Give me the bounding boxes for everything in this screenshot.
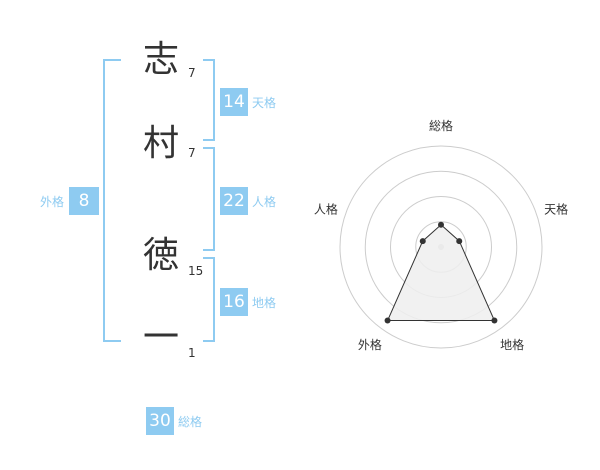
name-char-1: 志	[142, 39, 179, 80]
soukaku-value: 30	[146, 407, 174, 435]
tenkaku-label: 天格	[252, 95, 277, 110]
stroke-count-3: 15	[188, 264, 204, 278]
jinkaku-label: 人格	[252, 194, 277, 209]
tenkaku-bracket	[203, 59, 215, 141]
radar-ring	[339, 145, 543, 349]
name-char-3: 徳	[142, 235, 179, 276]
radar-point-4	[384, 317, 391, 324]
chikaku-bracket	[203, 257, 215, 342]
jinkaku-badge: 22 人格	[220, 187, 276, 215]
radar-ring	[364, 170, 518, 324]
radar-point-2	[456, 238, 463, 245]
radar-label-1: 総格	[429, 118, 453, 133]
stroke-count-1: 7	[188, 66, 196, 80]
chikaku-badge: 16 地格	[220, 288, 276, 316]
chikaku-value: 16	[220, 288, 248, 316]
radar-label-3: 地格	[500, 337, 524, 352]
radar-point-5	[419, 238, 426, 245]
gaikaku-bracket	[103, 59, 121, 342]
stroke-count-2: 7	[188, 146, 196, 160]
jinkaku-bracket	[203, 147, 215, 251]
soukaku-label: 総格	[178, 414, 203, 429]
tenkaku-badge: 14 天格	[220, 88, 276, 116]
tenkaku-value: 14	[220, 88, 248, 116]
radar-label-2: 天格	[544, 202, 568, 217]
radar-area	[386, 224, 496, 321]
name-char-2: 村	[142, 123, 179, 164]
jinkaku-value: 22	[220, 187, 248, 215]
gaikaku-label: 外格	[40, 194, 65, 209]
radar-point-1	[438, 221, 444, 228]
chikaku-label: 地格	[252, 295, 277, 310]
soukaku-badge: 30 総格	[146, 407, 202, 435]
gaikaku-value: 8	[69, 187, 100, 215]
name-char-4: 一	[142, 317, 179, 358]
radar-label-5: 人格	[314, 202, 338, 217]
gaikaku-badge: 外格 8	[40, 187, 100, 215]
radar-point-3	[491, 317, 498, 324]
stroke-count-4: 1	[188, 346, 196, 360]
radar-label-4: 外格	[358, 337, 382, 352]
